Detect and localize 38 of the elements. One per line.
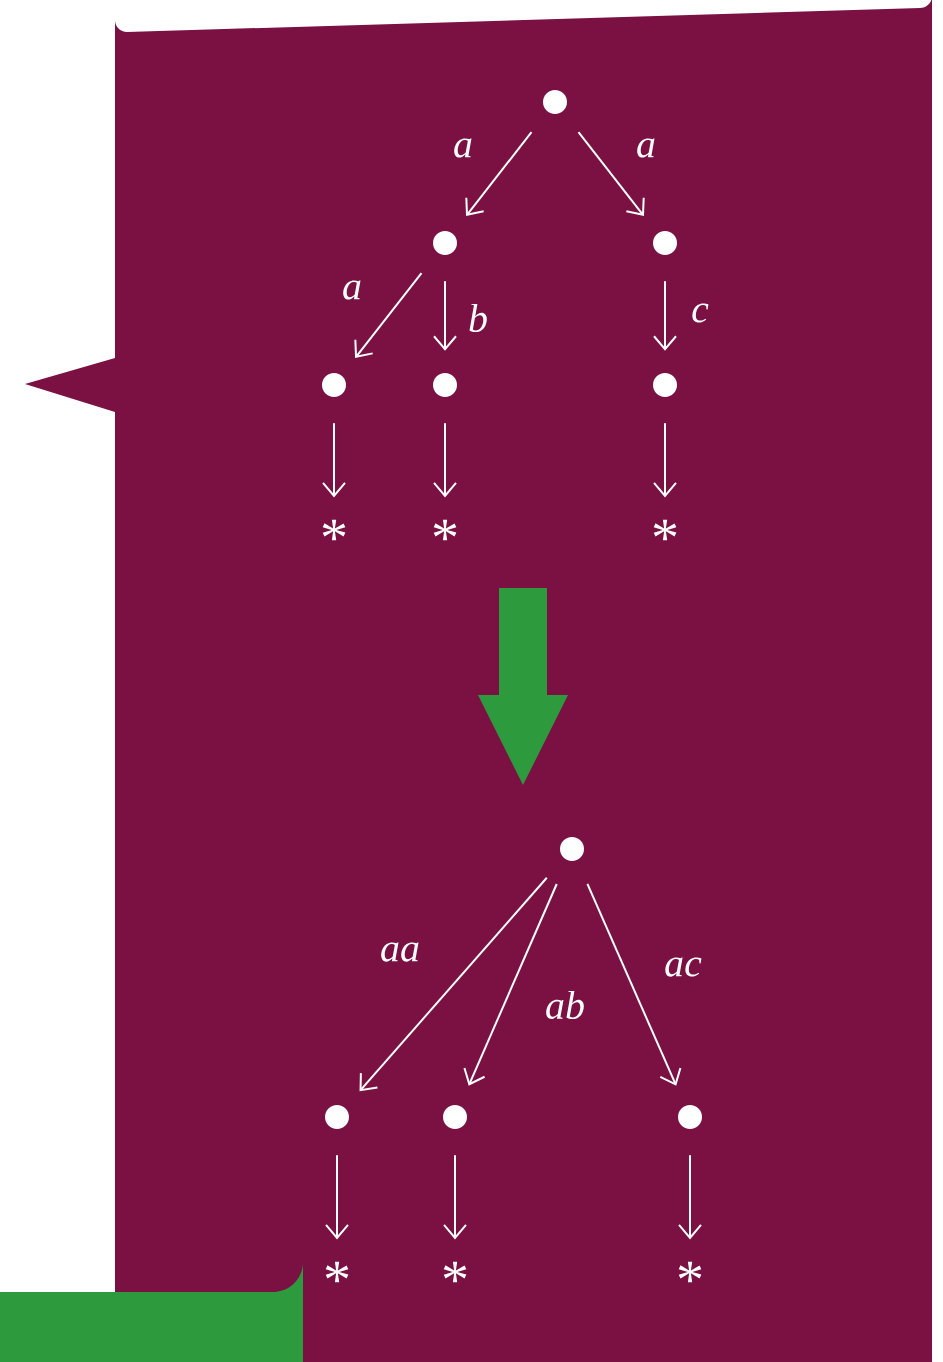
edge-label: aa (381, 942, 419, 962)
edge-label: ac (665, 957, 702, 977)
arrow (577, 131, 645, 217)
arrow (653, 280, 677, 351)
arrow (433, 280, 457, 351)
arrow (465, 131, 533, 217)
arrow (433, 422, 457, 498)
dot (653, 373, 677, 397)
dot (322, 373, 346, 397)
edge-label: ab (546, 990, 584, 1020)
edge-label: a (637, 138, 655, 158)
star-symbol: * (325, 1261, 349, 1283)
arrow (678, 1154, 702, 1240)
star-symbol: * (433, 519, 457, 541)
arrow (322, 422, 346, 498)
dot (560, 837, 584, 861)
arrow (443, 1154, 467, 1240)
star-symbol: * (443, 1261, 467, 1283)
star-symbol: * (678, 1261, 702, 1283)
arrow (354, 272, 423, 359)
dot (433, 231, 457, 255)
arrow (653, 422, 677, 498)
arrow (325, 1154, 349, 1240)
dot (325, 1105, 349, 1129)
star-symbol: * (322, 519, 346, 541)
arrow (586, 882, 682, 1086)
dot (543, 90, 567, 114)
dot (443, 1105, 467, 1129)
edge-label: c (692, 303, 709, 323)
edge-label: b (469, 303, 487, 333)
dot (678, 1105, 702, 1129)
edge-label: a (454, 138, 472, 158)
dot (433, 373, 457, 397)
arrow (359, 876, 548, 1092)
star-symbol: * (653, 519, 677, 541)
edge-label: a (343, 280, 361, 300)
arrow (463, 883, 558, 1086)
dot (653, 231, 677, 255)
